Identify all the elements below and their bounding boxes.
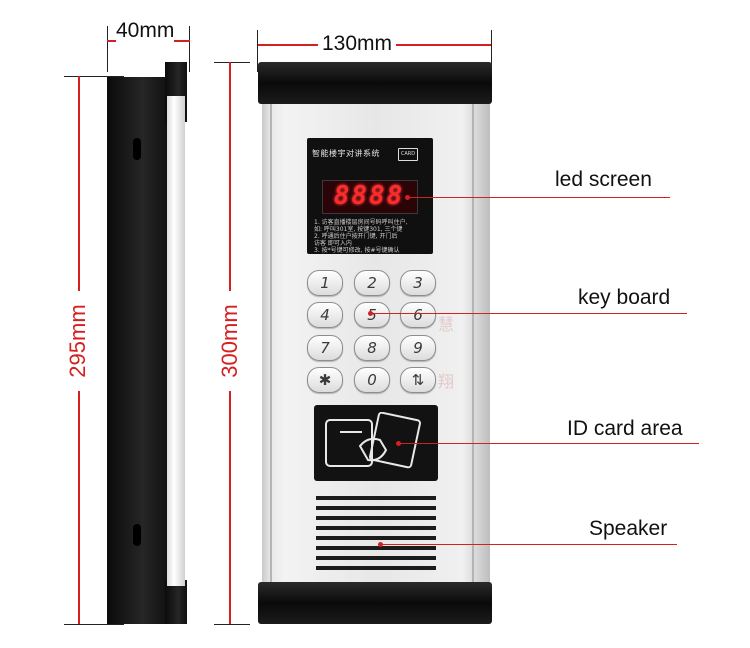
key-1[interactable]: 1	[307, 270, 343, 296]
dim-295-tick-bottom	[64, 624, 124, 625]
dim-300-label: 300mm	[217, 291, 242, 391]
label-led-screen: led screen	[555, 168, 652, 191]
key-2[interactable]: 2	[354, 270, 390, 296]
callout-dot-led	[405, 195, 410, 200]
callout-line-speaker	[381, 544, 677, 545]
speaker-slot	[316, 516, 436, 520]
panel-top-cap	[258, 62, 492, 104]
dim-300-tick-top	[214, 62, 250, 63]
dim-130-label: 130mm	[318, 33, 397, 55]
key-hash[interactable]: ⇅	[400, 367, 436, 393]
key-9[interactable]: 9	[400, 335, 436, 361]
label-key-board: key board	[578, 286, 671, 309]
display-title: 智能楼宇对讲系统	[312, 149, 380, 158]
speaker-slot	[316, 536, 436, 540]
instruction-line: 1. 访客直播楼层房间号码呼叫住户,	[314, 219, 408, 226]
dim-295-label: 295mm	[65, 291, 90, 391]
key-3[interactable]: 3	[400, 270, 436, 296]
speaker-slot	[316, 556, 436, 560]
dim-130-tick-left	[257, 30, 258, 72]
card-badge: CARD	[398, 148, 418, 161]
label-speaker: Speaker	[589, 517, 668, 540]
speaker-slot	[316, 506, 436, 510]
callout-dot-keyboard	[368, 311, 373, 316]
key-4[interactable]: 4	[307, 302, 343, 328]
instruction-line: 3. 按*号键可修改, 按#号键确认	[314, 247, 400, 254]
dim-130-tick-right	[491, 30, 492, 72]
card-tap-icon	[325, 412, 421, 469]
speaker-slot	[316, 496, 436, 500]
instruction-line: 如: 呼叫301室, 按键301, 三个键	[314, 226, 403, 233]
dim-40-tick-right	[189, 26, 190, 72]
panel-groove-left	[270, 102, 272, 584]
key-7[interactable]: 7	[307, 335, 343, 361]
dim-300-tick-bottom	[214, 624, 250, 625]
watermark-mark: 慧 翔	[435, 316, 454, 408]
key-star[interactable]: ✱	[307, 367, 343, 393]
speaker-slot	[316, 526, 436, 530]
instruction-line: 2. 呼通后住户按开门键, 开门后	[314, 233, 398, 240]
callout-line-card	[399, 443, 699, 444]
label-id-card-area: ID card area	[567, 417, 683, 440]
dim-40-tick-left	[107, 26, 108, 72]
side-view-bottom-cap	[165, 580, 187, 624]
panel-bottom-cap	[258, 582, 492, 624]
instruction-line: 访客 即可入内	[314, 240, 352, 247]
led-display-digits: 8888	[333, 181, 405, 211]
callout-dot-card	[396, 441, 401, 446]
dim-295-tick-top	[64, 76, 124, 77]
speaker-slot	[316, 546, 436, 550]
speaker-slot	[316, 566, 436, 570]
key-0[interactable]: 0	[354, 367, 390, 393]
mount-hole-bottom	[133, 524, 141, 546]
callout-line-keyboard	[371, 313, 687, 314]
key-8[interactable]: 8	[354, 335, 390, 361]
dim-40-label: 40mm	[116, 19, 175, 42]
callout-line-led	[408, 197, 670, 198]
key-6[interactable]: 6	[400, 302, 436, 328]
side-view-face	[167, 96, 185, 586]
mount-hole-top	[133, 138, 141, 160]
callout-dot-speaker	[378, 542, 383, 547]
panel-groove-right	[472, 102, 474, 584]
